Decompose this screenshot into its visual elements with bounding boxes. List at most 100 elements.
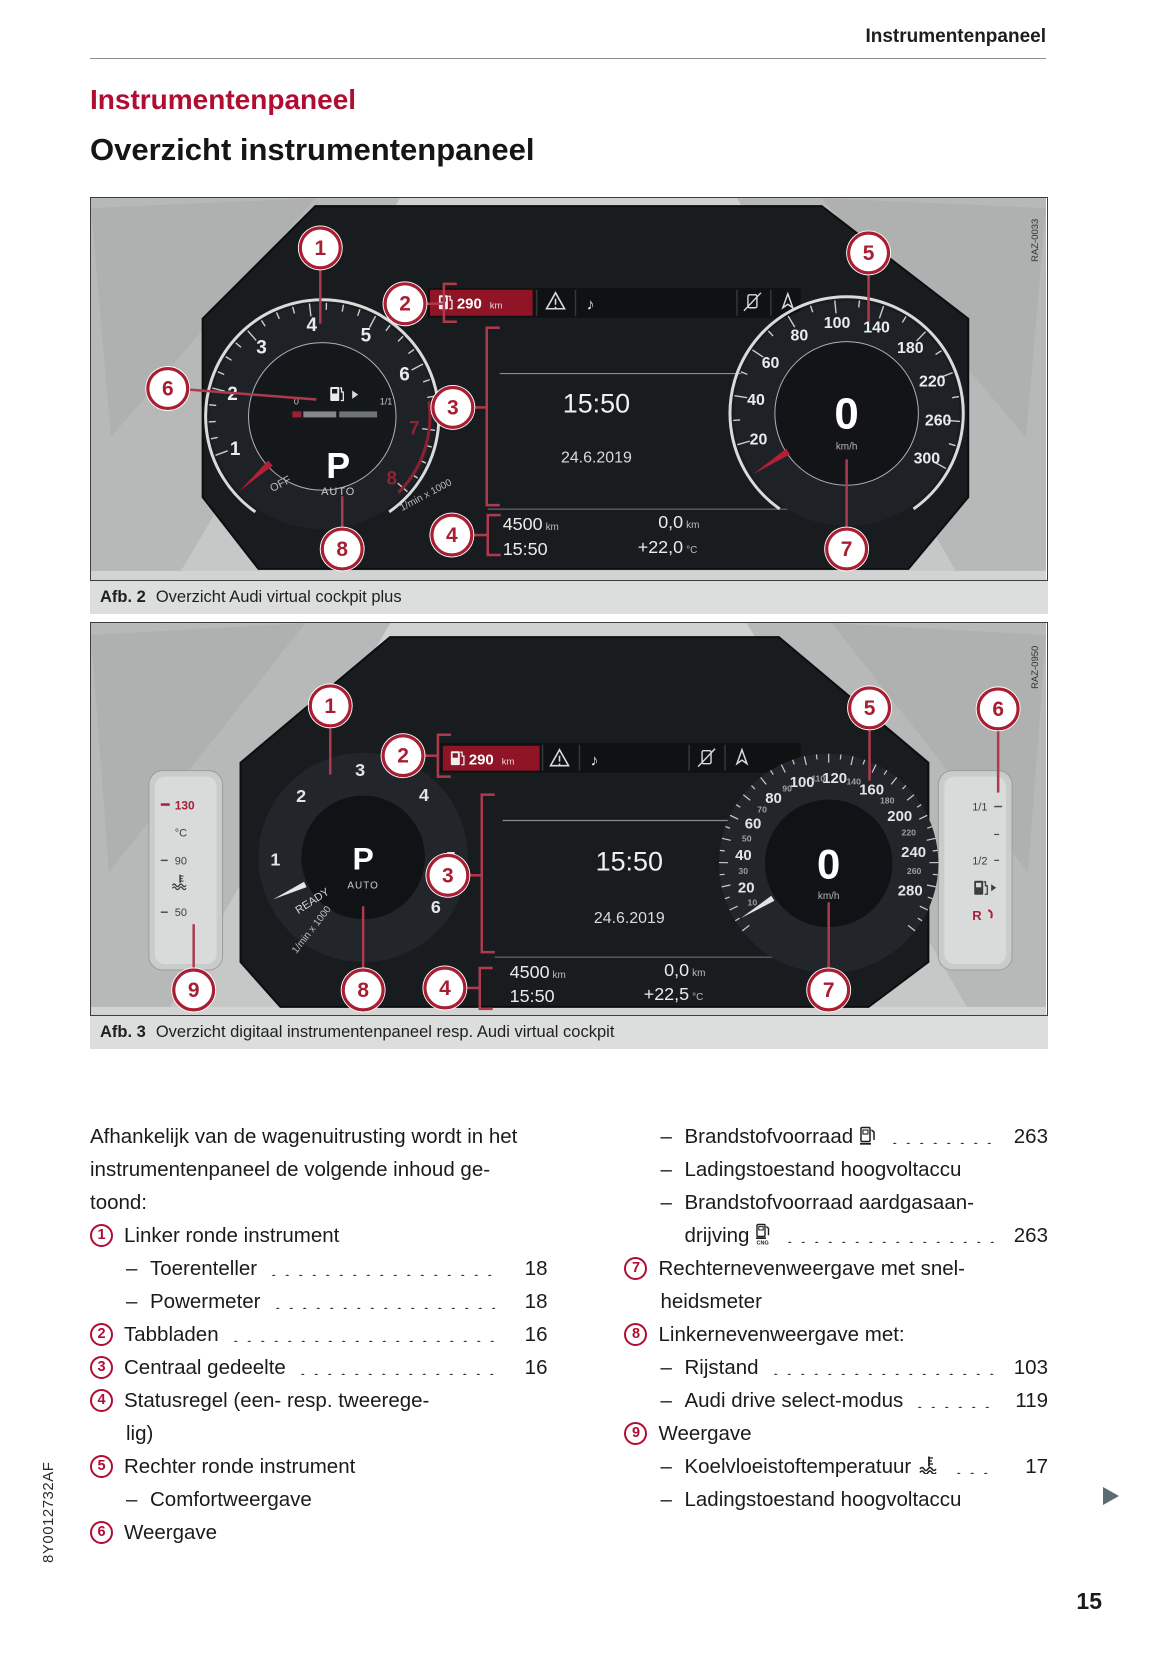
gauge-tick: [397, 335, 404, 342]
fuel-scale-min: 0: [294, 396, 299, 406]
dot-leader: [268, 1295, 496, 1309]
status-bar: 290 km ♪: [427, 287, 801, 318]
callout-lines: [192, 726, 1000, 1011]
temp-min-label: 50: [175, 907, 187, 919]
list-text: Ladingstoestand hoogvoltaccu: [684, 1488, 962, 1511]
gauge-tick: [411, 363, 424, 371]
svg-text:CNG: CNG: [757, 1240, 769, 1245]
coolant-temperature-icon: [171, 874, 187, 891]
gauge-tick: [215, 450, 228, 456]
gauge-number: 100: [790, 774, 815, 791]
gauge-tick: [780, 764, 786, 773]
warning-triangle-icon: [549, 748, 570, 767]
range-unit: km: [502, 757, 515, 768]
gauge-number: 180: [880, 796, 895, 806]
page-number: 15: [1076, 1588, 1102, 1614]
list-text: Powermeter: [150, 1290, 261, 1313]
caption-label: Afb. 2: [100, 588, 146, 606]
list-text: Statusregel (een- resp. tweerege-: [124, 1389, 430, 1412]
tachometer-needle: [239, 460, 273, 492]
gear-mode: AUTO: [321, 486, 355, 498]
gauge-number: 280: [898, 882, 923, 899]
fuel-pump-icon: [974, 880, 988, 895]
dot-leader: [293, 1361, 496, 1375]
callout-7: 7: [806, 967, 852, 1013]
list-text: Rechter ronde instrument: [124, 1455, 356, 1478]
dot-leader: [886, 1130, 996, 1144]
gauge-tick: [740, 371, 748, 375]
gauge-number: 70: [757, 805, 767, 815]
callout-2: 2: [382, 281, 428, 327]
gauge-tick: [767, 330, 774, 337]
document-code: 8Y0012732AF: [40, 1461, 57, 1563]
list-subitem: heidsmeter: [624, 1285, 1048, 1318]
fuel-reserve-label: R: [972, 908, 982, 923]
dot-leader: [911, 1394, 996, 1408]
gauge-tick: [917, 917, 923, 922]
gauge-tick: [901, 316, 907, 323]
circled-number: 3: [90, 1356, 113, 1379]
odometer: 4500: [503, 514, 543, 534]
gauge-number: 3: [256, 337, 267, 358]
gauge-number: 6: [399, 364, 410, 385]
dash: –: [660, 1389, 672, 1412]
list-text: Rijstand: [684, 1356, 759, 1379]
callout-4: 4: [429, 512, 475, 558]
gauge-tick: [235, 342, 242, 348]
temperature-unit: °C: [692, 992, 703, 1003]
gauge-tick: [792, 759, 795, 765]
gauge-tick: [734, 394, 748, 399]
gauge-tick: [918, 814, 928, 820]
svg-text:2: 2: [399, 293, 411, 316]
gauge-number: 90: [782, 783, 792, 793]
gauge-tick: [357, 309, 361, 317]
list-text: lig): [126, 1422, 154, 1445]
dot-leader: [226, 1328, 496, 1342]
trip-distance: 0,0: [664, 960, 689, 980]
fuel-pump-icon: [450, 751, 465, 766]
list-text: Ladingstoestand hoogvoltaccu: [684, 1158, 962, 1181]
callout-5: 5: [847, 685, 892, 731]
svg-text:4: 4: [446, 524, 458, 547]
gauge-tick: [721, 884, 731, 888]
list-subitem: lig): [90, 1417, 547, 1450]
gauge-number: 3: [355, 760, 365, 780]
gauge-tick: [857, 300, 861, 308]
gauge-tick: [737, 440, 751, 446]
page-reference: 263: [1013, 1125, 1048, 1148]
gear-indicator: P: [326, 446, 350, 486]
gauge-tick: [719, 849, 725, 852]
callout-9: 9: [171, 967, 217, 1013]
gauge-tick: [878, 305, 885, 319]
svg-text:2: 2: [397, 745, 409, 768]
gauge-tick: [927, 896, 933, 900]
gauge-tick: [815, 754, 818, 760]
circled-number: 7: [624, 1257, 648, 1280]
callout-7: 7: [824, 526, 870, 572]
section-title: Instrumentenpaneel: [90, 84, 357, 115]
list-text: Weergave: [658, 1422, 752, 1445]
status-time: 15:50: [503, 539, 548, 559]
gauge-number: 140: [846, 777, 861, 787]
navigation-arrow-icon: [735, 747, 749, 766]
list-text: Linkernevenweergave met:: [658, 1323, 905, 1346]
range-value: 290: [469, 752, 494, 769]
fuel-gauge: 0 1/1: [292, 387, 392, 418]
gauge-tick: [948, 443, 956, 447]
gauge-number: 30: [738, 866, 748, 876]
clock: 15:50: [563, 388, 630, 418]
gauge-tick: [368, 315, 377, 328]
odometer-unit: km: [553, 970, 566, 981]
callout-3: 3: [430, 385, 476, 430]
gauge-tick: [809, 305, 814, 313]
gauge-tick: [422, 378, 431, 383]
gauge-number: 6: [431, 897, 441, 917]
caption-label: Afb. 3: [100, 1023, 146, 1041]
page-reference: 16: [524, 1323, 548, 1346]
page-reference: 119: [1015, 1389, 1048, 1412]
